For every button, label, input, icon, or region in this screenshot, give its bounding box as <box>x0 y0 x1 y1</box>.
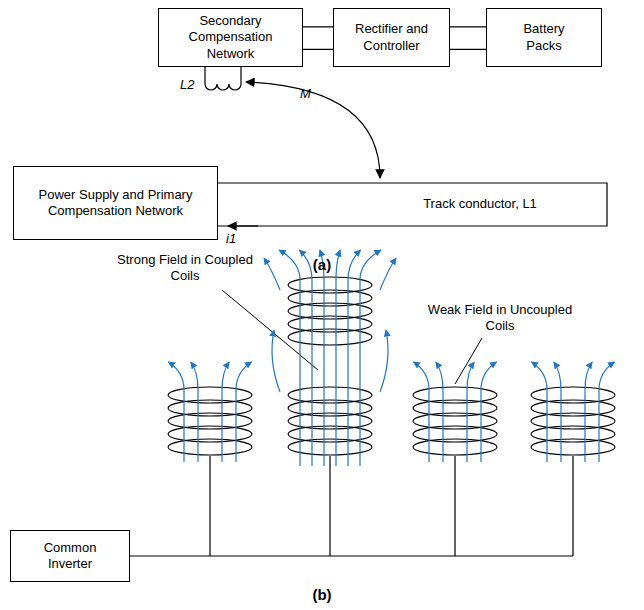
field-line <box>467 362 474 462</box>
field-line <box>299 250 312 466</box>
coil-turn <box>168 413 252 429</box>
coil-turn <box>413 387 497 403</box>
annotation: Track conductor, L1 <box>395 196 565 212</box>
annotation: M <box>300 86 320 102</box>
pickup-coil <box>205 67 241 90</box>
coil-turn <box>531 426 615 442</box>
field-line <box>531 362 547 462</box>
coil-turn <box>413 439 497 455</box>
block-box: Rectifier and Controller <box>333 8 450 67</box>
field-line <box>191 362 198 462</box>
panel-tag: (a) <box>297 256 347 275</box>
field-line <box>554 362 561 462</box>
field-line <box>413 362 429 462</box>
field-line <box>236 362 252 462</box>
field-line <box>360 250 381 466</box>
block-label: Secondary Compensation Network <box>171 13 291 62</box>
coil-turn <box>168 426 252 442</box>
coil-turn <box>413 400 497 416</box>
mutual-arrow <box>246 82 380 178</box>
annotation: L2 <box>180 77 202 93</box>
block-box: Power Supply and Primary Compensation Ne… <box>13 166 218 240</box>
panel-tag: (b) <box>297 586 347 605</box>
coil-turn <box>168 387 252 403</box>
field-line <box>279 250 300 466</box>
block-label: Power Supply and Primary Compensation Ne… <box>31 187 201 220</box>
block-box: Battery Packs <box>486 8 602 67</box>
field-line <box>168 362 184 462</box>
block-label: Battery Packs <box>514 21 574 54</box>
field-line <box>380 258 396 290</box>
field-line <box>264 258 280 290</box>
field-line <box>585 362 592 462</box>
field-line <box>348 250 361 466</box>
block-label: Rectifier and Controller <box>352 21 432 54</box>
field-line <box>222 362 229 462</box>
annotation: i1 <box>226 231 246 247</box>
coil-turn <box>531 387 615 403</box>
coil-turn <box>531 400 615 416</box>
block-box: Secondary Compensation Network <box>158 8 303 67</box>
inverter-bus <box>130 456 573 556</box>
wire-pair <box>450 27 486 49</box>
wire-pair <box>303 27 333 49</box>
current-arrow <box>228 225 258 226</box>
field-line <box>599 362 615 462</box>
field-line <box>436 362 443 462</box>
field-line <box>481 362 497 462</box>
field-line <box>336 250 340 466</box>
track-conductor <box>218 183 607 226</box>
coil-turn <box>168 400 252 416</box>
coil-turn <box>413 426 497 442</box>
field-line <box>272 330 280 392</box>
coil-turn <box>531 413 615 429</box>
block-label: Common Inverter <box>30 540 110 573</box>
field-line <box>320 250 324 466</box>
annotation: Strong Field in Coupled Coils <box>110 252 260 285</box>
coil-turn <box>413 413 497 429</box>
annotation: Weak Field in Uncoupled Coils <box>425 302 575 335</box>
field-line <box>380 330 388 392</box>
inverter-box: Common Inverter <box>10 530 130 582</box>
coil-turn <box>531 439 615 455</box>
coil-turn <box>168 439 252 455</box>
